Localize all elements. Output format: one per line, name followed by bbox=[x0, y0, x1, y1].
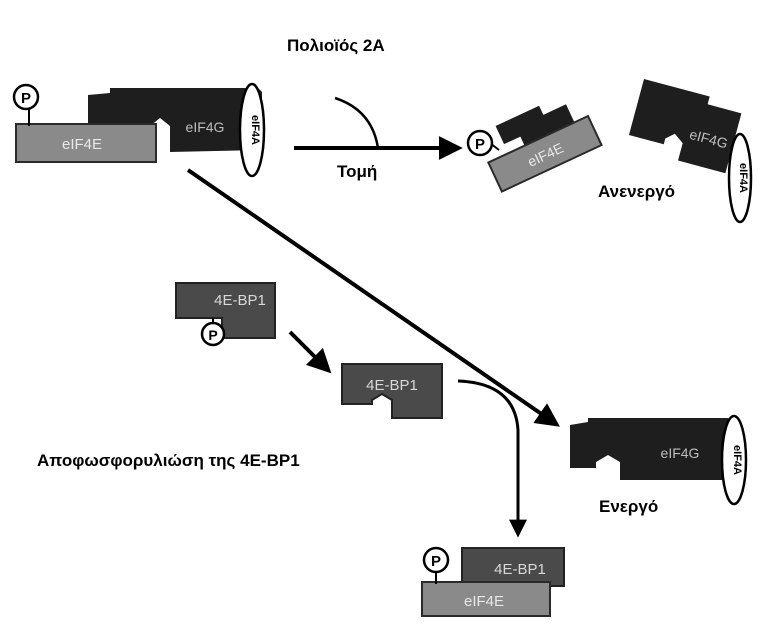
dephosphorylation-label: Αποφωσφορυλιώση της 4E-BP1 bbox=[37, 451, 300, 470]
bp1-dephosphorylated: 4E-BP1 bbox=[341, 363, 443, 419]
eif4a-oval bbox=[238, 82, 266, 178]
diagram-title: Πολιοϊός 2Α bbox=[287, 36, 385, 55]
dephos-arrow bbox=[288, 330, 332, 374]
cleaved-phospho-label: P bbox=[475, 136, 485, 153]
cleaved-eif4a-label: eIF4A bbox=[737, 163, 749, 193]
bp1-phosphorylated: 4E-BP1 P bbox=[175, 282, 276, 347]
active-eif4a-oval bbox=[720, 414, 748, 506]
bottom-phospho-label: P bbox=[431, 553, 441, 570]
eif4e-label: eIF4E bbox=[62, 136, 102, 153]
bottom-phospho-circle bbox=[422, 546, 450, 574]
inactive-label: Ανενεργό bbox=[598, 182, 676, 201]
eif4g-block bbox=[88, 88, 262, 152]
bottom-bp1-label: 4E-BP1 bbox=[494, 561, 546, 578]
complex-active: eIF4G eIF4A bbox=[570, 414, 748, 506]
cleavage-arrow bbox=[294, 96, 463, 160]
bp1-phospho-circle bbox=[200, 321, 226, 347]
bp1-dephos-label: 4E-BP1 bbox=[366, 377, 418, 394]
cleaved-eif4a-oval bbox=[727, 132, 753, 224]
bp1-phos-label: 4E-BP1 bbox=[214, 292, 266, 309]
complex-initial: eIF4G eIF4E eIF4A P bbox=[12, 82, 266, 178]
diagonal-arrow bbox=[186, 168, 560, 427]
branch-arrow bbox=[457, 379, 527, 538]
phospho-circle bbox=[12, 83, 40, 111]
active-label: Ενεργό bbox=[599, 497, 659, 516]
cleavage-label: Τομή bbox=[337, 162, 378, 181]
bottom-eif4e-label: eIF4E bbox=[464, 593, 504, 610]
eif4g-label: eIF4G bbox=[186, 119, 225, 135]
active-eif4a-label: eIF4A bbox=[731, 445, 743, 475]
eif4a-label: eIF4A bbox=[249, 115, 261, 145]
complex-bp1-eif4e: 4E-BP1 eIF4E P bbox=[421, 546, 565, 617]
eif4e-block bbox=[15, 123, 157, 163]
active-eif4g-label: eIF4G bbox=[661, 445, 700, 461]
cleaved-eif4g-fragment: eIF4G bbox=[628, 78, 742, 174]
cleaved-phospho-circle bbox=[466, 129, 494, 157]
bp1-phospho-label: P bbox=[208, 327, 217, 343]
phospho-label: P bbox=[21, 90, 31, 107]
cleaved-eif4e-fragment: eIF4E bbox=[487, 104, 603, 193]
